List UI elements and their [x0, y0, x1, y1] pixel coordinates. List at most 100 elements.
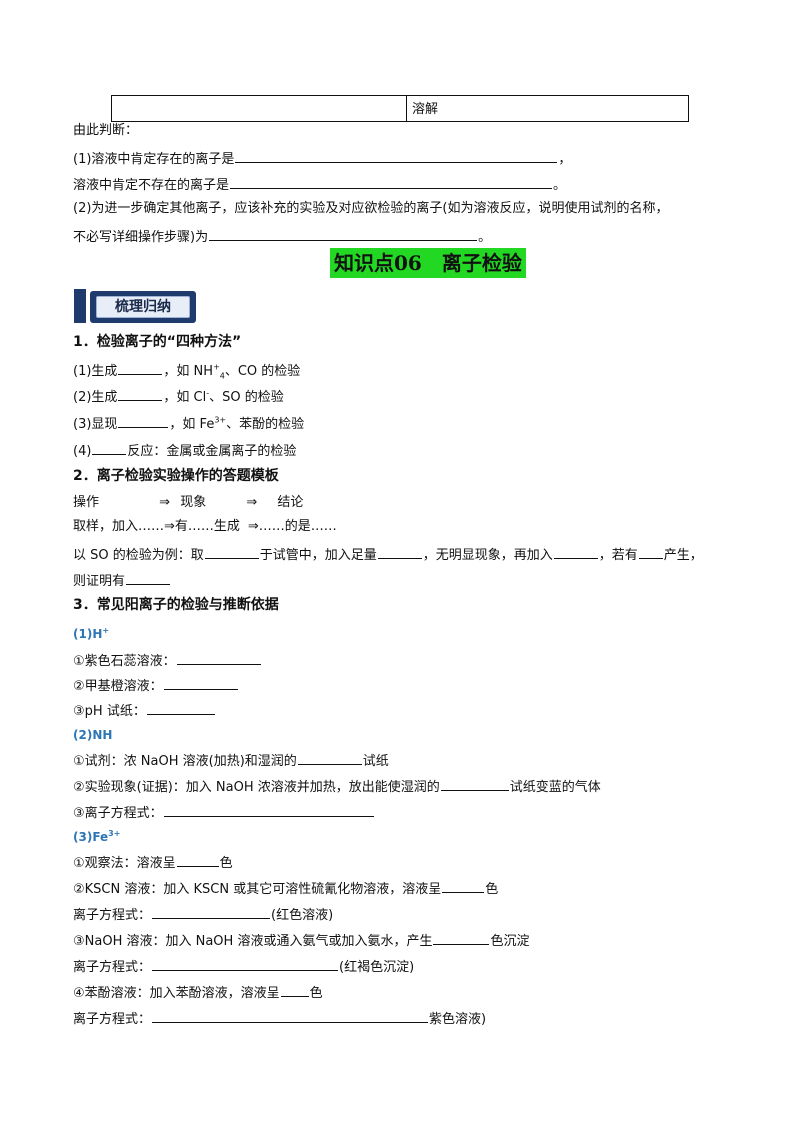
- badge-frame: 梳理归纳: [90, 291, 196, 323]
- heading-1: 1．检验离子的“四种方法”: [73, 333, 241, 351]
- fe-item-2-a: ②KSCN 溶液：加入 KSCN 或其它可溶性硫氰化物溶液，溶液呈: [73, 882, 442, 897]
- section-title-text: 知识点06 离子检验: [334, 251, 522, 275]
- example-line-1: 以 SO 的检验为例：取于试管中，加入足量，无明显现象，再加入，若有产生，: [73, 544, 703, 565]
- superscript: -: [206, 388, 210, 398]
- example-2-a: 则证明有: [73, 574, 126, 589]
- q2b-suffix: 。: [478, 230, 492, 245]
- example-b: 于试管中，加入足量: [259, 548, 377, 563]
- answer-blank[interactable]: [204, 544, 259, 559]
- method-4-b: 反应：金属或金属离子的检验: [127, 444, 297, 459]
- fe-item-5-a: 离子方程式：: [73, 960, 152, 975]
- answer-blank[interactable]: [553, 544, 598, 559]
- fe-item-5-b: (红褐色沉淀): [339, 960, 415, 975]
- top-table: 溶解: [111, 95, 689, 122]
- answer-blank[interactable]: [152, 1008, 429, 1023]
- q1b-suffix: 。: [553, 178, 567, 193]
- answer-blank[interactable]: [433, 930, 490, 945]
- heading-2-text: 离子检验实验操作的答题模板: [96, 468, 279, 484]
- section-title: 知识点06 离子检验: [330, 248, 526, 278]
- subsection-nh: (2)NH: [73, 726, 112, 744]
- arrow-icon: ⇒: [246, 495, 258, 510]
- fe-item-2: ②KSCN 溶液：加入 KSCN 或其它可溶性硫氰化物溶液，溶液呈色: [73, 878, 498, 899]
- heading-1-number: 1．: [73, 334, 97, 350]
- fe-item-1: ①观察法：溶液呈色: [73, 852, 233, 873]
- fe-item-3: 离子方程式：(红色溶液): [73, 904, 333, 925]
- h-item-1: ①紫色石蕊溶液：: [73, 650, 262, 671]
- fe-item-7: 离子方程式：紫色溶液): [73, 1008, 486, 1029]
- heading-3: 3．常见阳离子的检验与推断依据: [73, 596, 279, 614]
- fe-item-7-a: 离子方程式：: [73, 1012, 152, 1027]
- question-1b: 溶液中肯定不存在的离子是 。: [73, 174, 566, 195]
- method-2-c: 、SO 的检验: [209, 390, 284, 405]
- fe-item-4: ③NaOH 溶液：加入 NaOH 溶液或通入氨气或加入氨水，产生色沉淀: [73, 930, 529, 951]
- nh-item-1: ①试剂：浓 NaOH 溶液(加热)和湿润的 试纸: [73, 750, 389, 771]
- method-3-b: ，如 Fe: [169, 417, 215, 432]
- question-1a: (1)溶液中肯定存在的离子是，: [73, 148, 571, 169]
- answer-blank[interactable]: [118, 360, 163, 375]
- template-step-conclusion: 结论: [277, 495, 304, 510]
- template-step-phenomenon: 现象: [180, 495, 207, 510]
- answer-blank[interactable]: [163, 675, 238, 690]
- h-item-2-text: ②甲基橙溶液：: [73, 679, 163, 694]
- answer-blank[interactable]: [118, 386, 163, 401]
- method-2-b: ，如 Cl: [163, 390, 207, 405]
- fe-item-3-a: 离子方程式：: [73, 908, 152, 923]
- q1b-prefix: 溶液中肯定不存在的离子是: [73, 178, 230, 193]
- answer-blank[interactable]: [176, 852, 219, 867]
- subsection-h: (1)H+: [73, 625, 109, 643]
- answer-blank[interactable]: [163, 802, 374, 817]
- nh-item-2-a: ②实验现象(证据)：加入 NaOH 浓溶液并加热，放出能使湿润的: [73, 780, 440, 795]
- badge-bar: [74, 289, 86, 323]
- heading-2: 2．离子检验实验操作的答题模板: [73, 467, 279, 485]
- fe-item-6: ④苯酚溶液：加入苯酚溶液，溶液呈 色: [73, 982, 323, 1003]
- subscript: 4: [219, 371, 225, 381]
- template-step-operation: 操作: [73, 495, 100, 510]
- answer-blank[interactable]: [152, 956, 339, 971]
- answer-blank[interactable]: [176, 650, 261, 665]
- answer-blank[interactable]: [442, 878, 485, 893]
- example-d: ，若有: [598, 548, 638, 563]
- answer-blank[interactable]: [235, 148, 558, 163]
- answer-blank[interactable]: [280, 982, 309, 997]
- answer-blank[interactable]: [126, 570, 171, 585]
- nh-item-2: ②实验现象(证据)：加入 NaOH 浓溶液并加热，放出能使湿润的 试纸变蓝的气体: [73, 776, 601, 797]
- nh-item-1-b: 试纸: [362, 754, 389, 769]
- method-2: (2)生成 ，如 Cl-、SO 的检验: [73, 386, 284, 407]
- superscript: +: [102, 626, 110, 635]
- answer-blank[interactable]: [377, 544, 422, 559]
- fe-item-4-a: ③NaOH 溶液：加入 NaOH 溶液或通入氨气或加入氨水，产生: [73, 934, 433, 949]
- template-row-1: 操作 ⇒ 现象 ⇒ 结论: [73, 494, 303, 512]
- superscript: +: [213, 362, 220, 372]
- method-3-c: 、苯酚的检验: [226, 417, 305, 432]
- answer-blank[interactable]: [638, 544, 663, 559]
- method-3-a: (3)显现: [73, 417, 118, 432]
- nh-item-2-b: 试纸变蓝的气体: [509, 780, 601, 795]
- heading-1-text: 检验离子的“四种方法”: [96, 334, 242, 350]
- answer-blank[interactable]: [230, 174, 553, 189]
- example-e: 产生，: [663, 548, 703, 563]
- h-item-2: ②甲基橙溶液：: [73, 675, 239, 696]
- answer-blank[interactable]: [440, 776, 509, 791]
- h-item-3-text: ③pH 试纸：: [73, 704, 146, 719]
- heading-3-text: 常见阳离子的检验与推断依据: [96, 597, 279, 613]
- answer-blank[interactable]: [152, 904, 271, 919]
- table-cell-left: [111, 95, 407, 122]
- q-intro: 由此判断：: [73, 123, 139, 138]
- answer-blank[interactable]: [146, 700, 215, 715]
- method-4-a: (4): [73, 444, 92, 459]
- nh-item-1-a: ①试剂：浓 NaOH 溶液(加热)和湿润的: [73, 754, 297, 769]
- h-item-3: ③pH 试纸：: [73, 700, 216, 721]
- answer-blank[interactable]: [209, 226, 478, 241]
- answer-blank[interactable]: [297, 750, 362, 765]
- method-3: (3)显现 ，如 Fe3+、苯酚的检验: [73, 413, 304, 434]
- template-row-2-b: ⇒……的是……: [247, 519, 337, 534]
- badge-label: 梳理归纳: [96, 296, 190, 318]
- answer-blank[interactable]: [118, 413, 169, 428]
- h-item-1-text: ①紫色石蕊溶液：: [73, 654, 176, 669]
- example-line-2: 则证明有: [73, 570, 171, 591]
- answer-blank[interactable]: [92, 440, 127, 455]
- superscript: 3+: [214, 415, 227, 425]
- fe-item-6-a: ④苯酚溶液：加入苯酚溶液，溶液呈: [73, 986, 280, 1001]
- method-2-a: (2)生成: [73, 390, 118, 405]
- fe-item-6-b: 色: [309, 986, 323, 1001]
